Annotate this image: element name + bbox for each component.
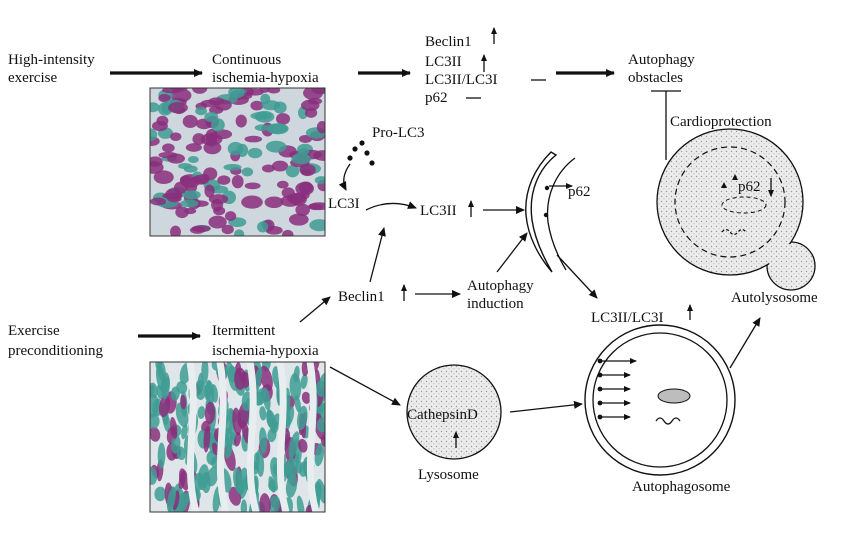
phagophore bbox=[525, 151, 558, 273]
arrow-autophagosome-to-autolysosome bbox=[729, 317, 761, 369]
autophagosome-label: Autophagosome bbox=[632, 479, 731, 495]
micrograph-continuous bbox=[150, 88, 325, 236]
pro-lc3-label: Pro-LC3 bbox=[372, 125, 425, 141]
continuous-hypoxia-label: Continuous ischemia-hypoxia bbox=[212, 52, 319, 86]
high-intensity-label: High-intensity exercise bbox=[8, 52, 98, 86]
phagophore-outer bbox=[546, 157, 576, 271]
arrow-induction-to-phagophore bbox=[496, 232, 528, 273]
pro-lc3-dots bbox=[347, 140, 375, 166]
autolysosome-label: Autolysosome bbox=[731, 290, 818, 306]
autophagosome bbox=[584, 324, 736, 476]
arrow-lc3i-to-lc3ii bbox=[365, 201, 417, 211]
cathepsin-label: CathepsinD bbox=[407, 407, 478, 423]
arrow-prolc3-to-lc3i bbox=[338, 163, 351, 191]
arrow-phagophore-to-ratio bbox=[556, 254, 598, 299]
lysosome-label: Lysosome bbox=[418, 467, 479, 483]
p62-inner-label: p62 bbox=[738, 179, 761, 195]
marker-p62: p62 bbox=[425, 90, 448, 106]
beclin-label: Beclin1 bbox=[338, 289, 385, 305]
exercise-preconditioning-label: Exercise preconditioning bbox=[8, 323, 103, 359]
lysosome bbox=[406, 364, 502, 460]
cardioprotection-label: Cardioprotection bbox=[670, 114, 772, 130]
micrograph-intermittent bbox=[150, 362, 325, 512]
arrow-beclin-to-lc3 bbox=[369, 227, 386, 283]
lc3i-label: LC3I bbox=[328, 196, 360, 212]
autophagy-obstacles-label: Autophagy obstacles bbox=[628, 52, 698, 86]
ratio-label: LC3II/LC3I bbox=[591, 310, 664, 326]
squiggle bbox=[655, 417, 681, 425]
arrow-intermittent-to-beclin bbox=[299, 296, 331, 323]
autophagy-induction-label: Autophagy induction bbox=[467, 278, 537, 312]
lc3ii-label: LC3II bbox=[420, 203, 457, 219]
autolysosome bbox=[656, 128, 816, 291]
arrow-lysosome-to-autophagosome bbox=[509, 400, 583, 413]
marker-beclin1: Beclin1 bbox=[425, 34, 472, 50]
marker-lc3ii: LC3II bbox=[425, 54, 462, 70]
intermittent-hypoxia-label: Itermittent ischemia-hypoxia bbox=[212, 323, 319, 359]
marker-ratio: LC3II/LC3I bbox=[425, 72, 498, 88]
arrow-intermittent-to-lysosome bbox=[329, 366, 401, 406]
p62-label: p62 bbox=[568, 184, 591, 200]
